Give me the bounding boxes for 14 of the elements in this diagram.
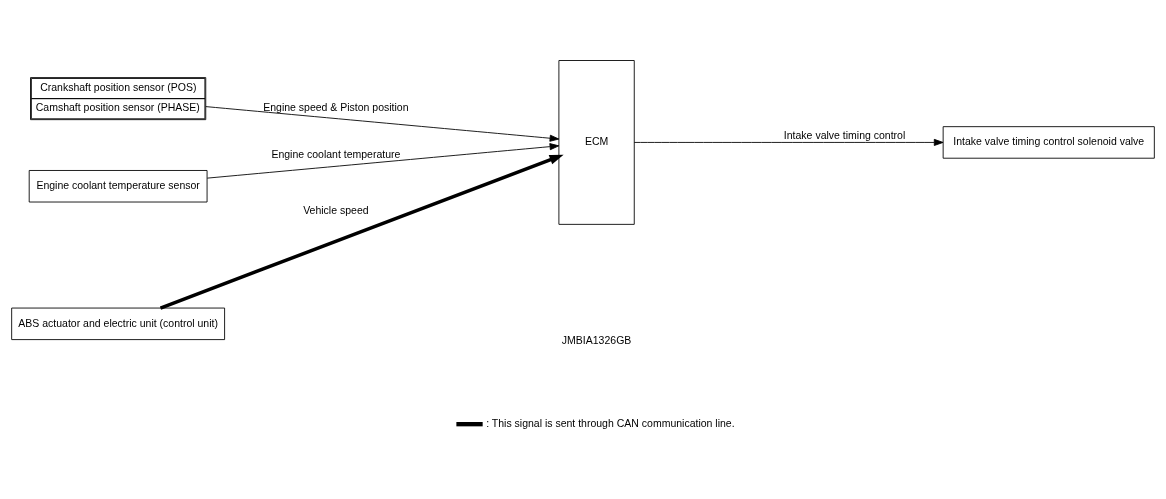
- arrow: [205, 105, 560, 142]
- legend-label: : This signal is sent through CAN communication line.: [486, 416, 735, 429]
- edge-label: Vehicle speed: [303, 203, 369, 216]
- node-box: Engine coolant temperature sensor: [28, 169, 208, 202]
- edge-label: Engine coolant temperature: [271, 147, 401, 160]
- arrow: [633, 138, 944, 146]
- node-box: ABS actuator and electric unit (control unit): [11, 307, 226, 340]
- edge-label: Engine speed & Piston position: [263, 100, 409, 113]
- label: JMBIA1326GB: [561, 333, 632, 346]
- arrow: [159, 154, 564, 310]
- edge-label: Intake valve timing control: [783, 128, 906, 141]
- node-box: ECM: [558, 59, 635, 225]
- node-box: Intake valve timing control solenoid valve: [942, 125, 1155, 159]
- arrow: [206, 142, 560, 179]
